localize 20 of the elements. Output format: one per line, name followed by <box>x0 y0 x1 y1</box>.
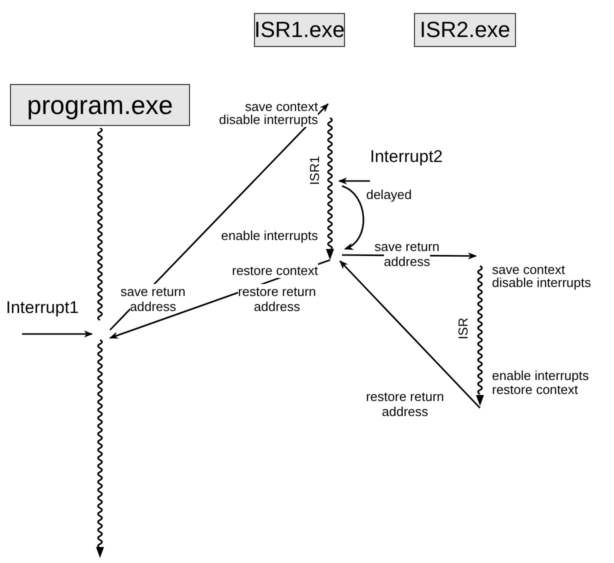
thread-label: ISR <box>456 318 470 340</box>
edge-label: save return address <box>119 284 187 314</box>
step-note: disable interrupts <box>218 113 318 126</box>
process-box: ISR2.exe <box>414 13 516 47</box>
process-box: ISR1.exe <box>254 13 345 47</box>
arrow <box>342 185 364 250</box>
step-note: enable interrupts <box>220 229 318 242</box>
step-note: enable interrupts <box>492 369 590 382</box>
interrupt-label: Interrupt2 <box>370 146 444 168</box>
thread-label: ISR1 <box>308 156 321 185</box>
edge-label: restore return address <box>236 284 318 314</box>
arrow <box>338 177 370 185</box>
step-note: restore context <box>492 383 579 396</box>
arrow <box>339 260 481 409</box>
edge-label: delayed <box>365 187 413 202</box>
step-note: disable interrupts <box>492 276 592 289</box>
interrupt-label: Interrupt1 <box>6 297 80 318</box>
arrow <box>22 330 93 338</box>
step-note: restore context <box>231 264 318 277</box>
process-box: program.exe <box>10 84 190 126</box>
